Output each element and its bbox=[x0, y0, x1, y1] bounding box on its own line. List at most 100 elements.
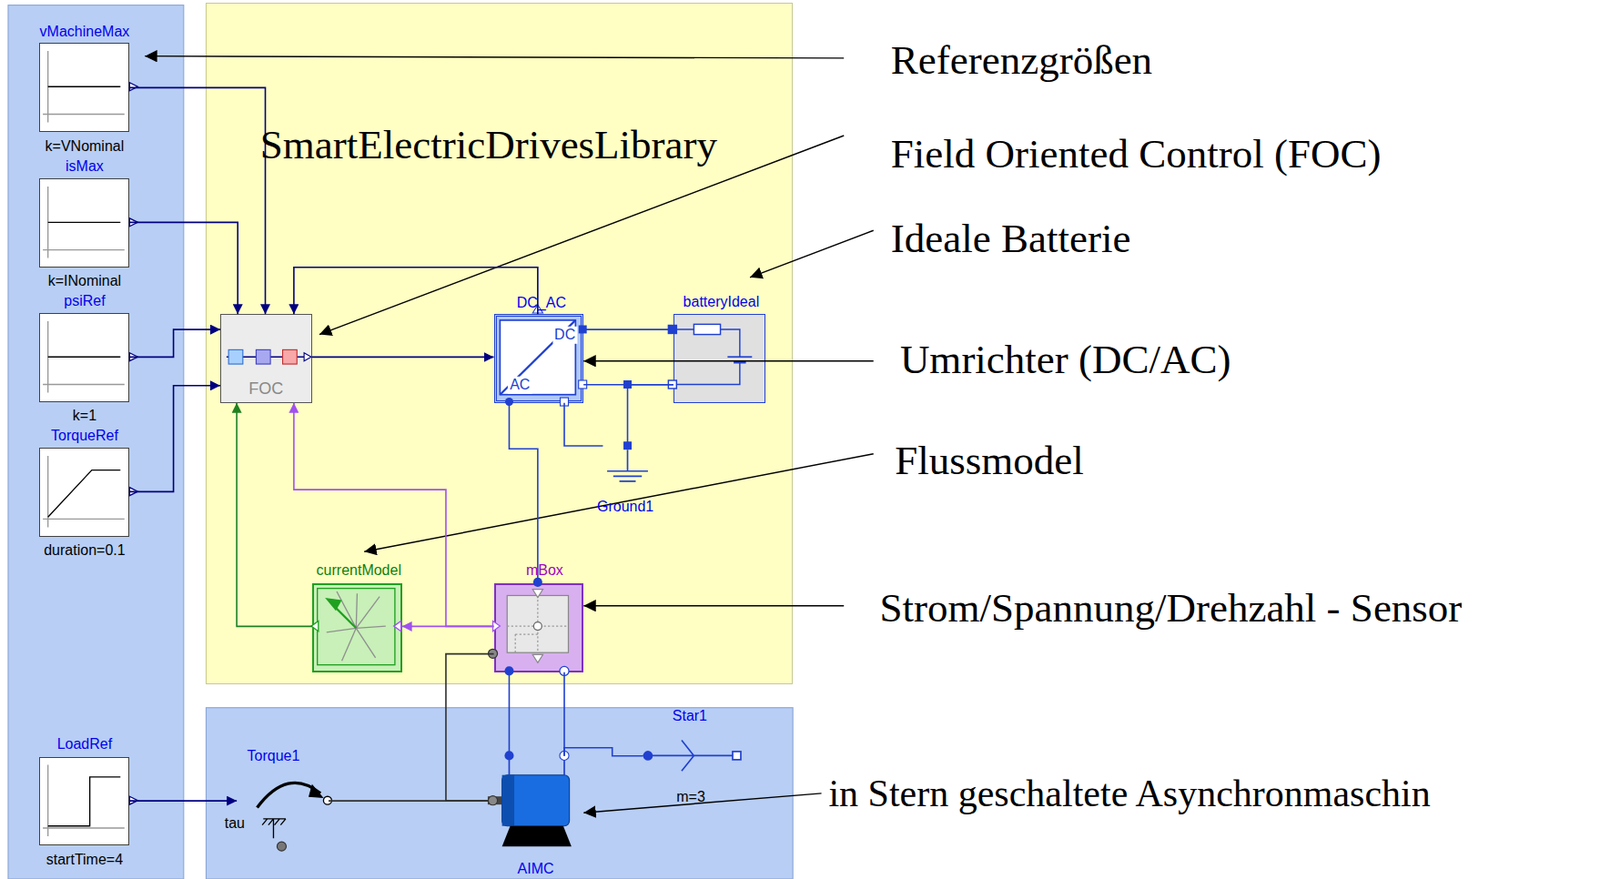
wire-connector bbox=[445, 654, 495, 801]
drawing-part bbox=[48, 86, 122, 88]
wire-connector bbox=[328, 800, 488, 802]
drawing-part bbox=[303, 353, 312, 362]
wire-connector bbox=[236, 403, 313, 628]
sensor-glyph bbox=[487, 577, 569, 677]
battery-glyph bbox=[623, 324, 752, 389]
block-label: Ground1 bbox=[597, 498, 654, 516]
block-label: DC_AC bbox=[516, 293, 567, 311]
callout-label: Field Oriented Control (FOC) bbox=[891, 132, 1382, 179]
drawing-part bbox=[506, 595, 568, 653]
wire-connector bbox=[564, 403, 603, 446]
block-label: Star1 bbox=[672, 708, 708, 725]
block-parameter: m=3 bbox=[676, 788, 706, 805]
block-parameter: duration=0.1 bbox=[43, 542, 125, 559]
wire-connector bbox=[129, 329, 221, 357]
drawing-part bbox=[583, 360, 873, 362]
drawing-part bbox=[533, 622, 542, 631]
source-block: LoadRefstartTime=4 bbox=[39, 757, 131, 847]
drawing-part bbox=[732, 751, 741, 760]
ground-glyph bbox=[607, 441, 649, 482]
drawing-part bbox=[42, 186, 125, 258]
drawing-part bbox=[499, 320, 576, 395]
block-label: psiRef bbox=[63, 292, 105, 309]
wire-connector bbox=[627, 384, 674, 447]
block-label: batteryIdeal bbox=[683, 293, 760, 310]
drawing-part bbox=[583, 793, 821, 813]
block-label: Torque1 bbox=[247, 748, 301, 765]
block-label: FOC bbox=[248, 379, 284, 399]
drawing-part bbox=[502, 826, 572, 847]
drawing-part bbox=[42, 455, 125, 527]
drawing-part bbox=[487, 796, 497, 806]
drawing-part bbox=[255, 349, 271, 365]
wire-connector bbox=[564, 748, 643, 757]
leader-lines bbox=[144, 56, 874, 814]
drawing-part bbox=[487, 796, 503, 805]
torque-source-glyph bbox=[257, 782, 333, 851]
flux-model-glyph bbox=[311, 588, 402, 666]
block-parameter: k=INominal bbox=[48, 273, 122, 290]
wire-connector bbox=[129, 222, 238, 314]
drawing-part bbox=[309, 785, 324, 798]
drawing-part bbox=[532, 589, 543, 664]
drawing-part bbox=[693, 324, 720, 335]
drawing-part bbox=[506, 595, 568, 653]
callout-label: Umrichter (DC/AC) bbox=[900, 337, 1232, 384]
star-point-glyph bbox=[642, 740, 741, 772]
drawing-part bbox=[42, 455, 138, 527]
drawing-part bbox=[283, 349, 298, 365]
block-parameter: DC bbox=[552, 326, 578, 344]
drawing-part bbox=[583, 605, 844, 607]
drawing-part bbox=[749, 230, 874, 278]
block-label: AIMC bbox=[517, 860, 555, 878]
callout-label: Flussmodel bbox=[894, 438, 1084, 485]
drawing-part bbox=[42, 764, 138, 836]
callout-label: Strom/Spannung/Drehzahl - Sensor bbox=[879, 587, 1462, 633]
drawing-part bbox=[276, 841, 286, 851]
wire-connector bbox=[583, 328, 674, 331]
drawing-part bbox=[228, 349, 244, 365]
block-label: TorqueRef bbox=[50, 426, 119, 444]
induction-machine-glyph bbox=[487, 750, 572, 847]
block-label: LoadRef bbox=[57, 736, 113, 753]
source-panel bbox=[8, 5, 184, 879]
drawing-part bbox=[334, 606, 357, 629]
drawing-part bbox=[311, 620, 319, 631]
drawing-part bbox=[42, 50, 125, 122]
drawing-part bbox=[129, 82, 138, 92]
drawing-part bbox=[502, 775, 570, 827]
callout-label: Ideale Batterie bbox=[891, 217, 1132, 264]
source-block: psiRefk=1 bbox=[39, 313, 131, 403]
drawing-part bbox=[326, 598, 342, 610]
drawing-part bbox=[326, 591, 386, 661]
drawing-part bbox=[317, 588, 395, 666]
inverter-glyph bbox=[499, 304, 587, 406]
drawing-part bbox=[607, 449, 649, 482]
block-parameter: AC bbox=[507, 376, 532, 394]
wire-connector bbox=[508, 672, 511, 757]
drawing-part bbox=[508, 755, 565, 775]
callout-label: Referenzgrößen bbox=[891, 39, 1153, 85]
drawing-part bbox=[42, 50, 138, 122]
block-parameter: startTime=4 bbox=[46, 851, 123, 869]
source-block: TorqueRefduration=0.1 bbox=[39, 447, 131, 537]
drawing-part bbox=[394, 620, 402, 631]
drawing-part bbox=[48, 356, 122, 358]
wire-connector bbox=[312, 356, 495, 359]
block-parameter: k=1 bbox=[72, 407, 97, 425]
drawing-part bbox=[48, 470, 122, 518]
wire-connector bbox=[129, 87, 265, 314]
drawing-part bbox=[727, 355, 752, 358]
star-point: Star1m=3 bbox=[642, 739, 745, 776]
drawing-part bbox=[499, 320, 576, 395]
wire-connector bbox=[293, 267, 538, 314]
drawing-part bbox=[643, 751, 652, 760]
wire-connector bbox=[129, 385, 221, 493]
wire-connector bbox=[563, 672, 566, 757]
machine-panel bbox=[205, 708, 793, 879]
drawing-part bbox=[42, 764, 125, 836]
drawing-part bbox=[502, 775, 515, 827]
block-label: mBox bbox=[526, 562, 564, 579]
wire-connector bbox=[508, 403, 537, 584]
